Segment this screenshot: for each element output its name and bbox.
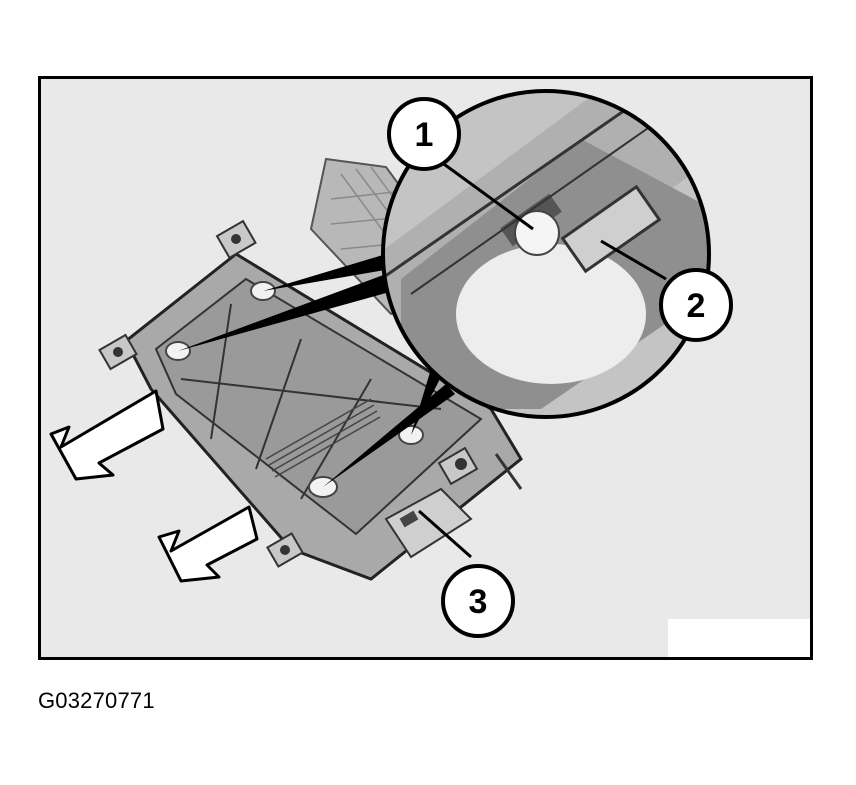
callout-2: 2 — [659, 268, 733, 342]
mounting-screw — [514, 210, 560, 256]
diagram-frame: 1 2 3 — [38, 76, 813, 660]
connector-pins — [265, 398, 381, 478]
leader-line-2 — [600, 239, 667, 281]
leader-line-3 — [418, 509, 472, 559]
removal-arrow-upper — [49, 389, 165, 481]
illustration: 1 2 3 — [49, 89, 733, 638]
bracket-clip — [399, 510, 419, 528]
callout-3-label: 3 — [469, 583, 488, 621]
slot — [560, 184, 662, 274]
callout-1-label: 1 — [415, 116, 434, 154]
figure-id-caption: G03270771 — [38, 688, 155, 713]
tab-hole-side — [113, 347, 123, 357]
tray-inner-floor — [154, 277, 483, 536]
magnifier-lens — [381, 89, 711, 419]
magnifier-pointers — [178, 254, 455, 487]
bracket-stud — [494, 453, 523, 490]
removal-arrow-lower — [157, 505, 259, 583]
callout-1: 1 — [387, 97, 461, 171]
corner-blank-patch — [668, 619, 810, 657]
bracket — [384, 487, 473, 559]
callout-2-label: 2 — [687, 287, 706, 325]
tab-hole-right — [455, 458, 467, 470]
tab-hole-left — [231, 234, 241, 244]
tab-hole-front — [280, 545, 290, 555]
callout-3: 3 — [441, 564, 515, 638]
tray-partitions — [180, 303, 442, 500]
